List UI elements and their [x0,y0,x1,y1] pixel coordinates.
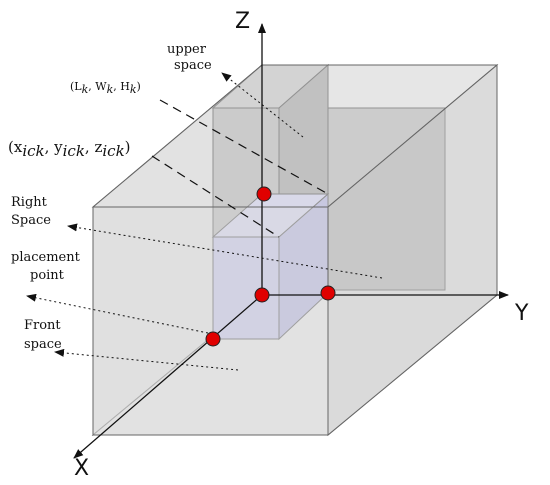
x-axis-label: X [74,456,89,481]
right-space-arrow [67,223,383,279]
origin-dot [254,287,270,303]
container-front-wall [92,206,329,436]
coord-leader-line [151,155,280,238]
top-back-dot [256,186,272,202]
coordinate-label: (xick, yick, zick) [8,138,131,160]
upper-space-label-line2: space [174,58,212,73]
z-axis-label: Z [235,9,250,34]
placement-point-arrow [26,293,209,334]
leader-lines-dashed [151,99,329,238]
y-axis-label: Y [514,301,529,326]
x-axis-line [73,294,263,459]
region-labels: upper space Right Space placement point … [11,42,212,352]
upper-space-arrow [221,72,304,138]
key-points [205,186,336,347]
right-space-label-line1: Right [11,195,48,210]
front-space-arrow [54,348,239,371]
placement-point-label-line2: point [30,268,65,283]
axes: Z Y X [73,9,529,481]
right-space-label-line2: Space [11,213,51,228]
front-space-label-line2: space [24,337,62,352]
dimensions-label: (Lk, Wk, Hk) [70,80,141,96]
placement-point-label-line1: placement [11,250,81,265]
upper-space-label-line1: upper [167,42,207,57]
dims-leader-line [159,99,329,195]
front-space-label-line1: Front [24,318,61,333]
leader-arrows-dotted [26,72,383,371]
placement-point-dot [205,331,221,347]
y-side-dot [320,285,336,301]
